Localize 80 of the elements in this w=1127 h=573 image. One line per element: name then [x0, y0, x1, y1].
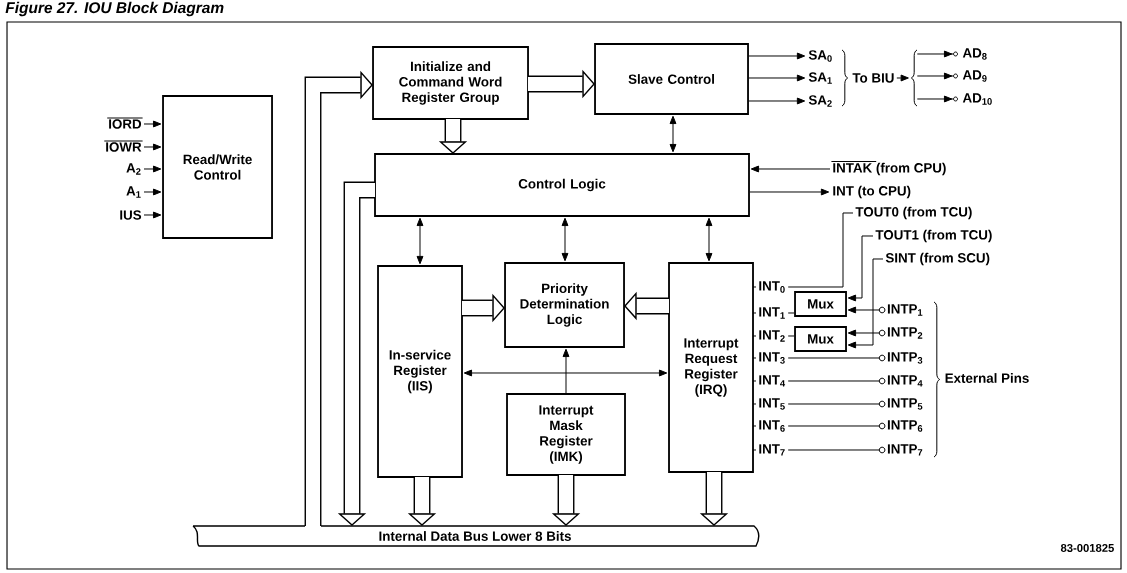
- mux-box: Mux: [794, 291, 847, 317]
- pin-label: AD$_{9}$: [962, 70, 987, 82]
- signal-label: SA$_{1}$: [808, 72, 832, 84]
- signal-label: TOUT1 (from TCU): [875, 229, 992, 243]
- pin-label: INTP$_{5}$: [878, 398, 923, 410]
- signal-label: INT (to CPU): [833, 185, 911, 199]
- arrow: [847, 329, 880, 337]
- signal-label: SA$_{2}$: [808, 95, 832, 107]
- signal-label: A$_{1}$: [126, 186, 141, 198]
- arrow: [562, 348, 570, 394]
- pin-label: INT$_{1}$: [759, 307, 785, 319]
- signal-label: TOUT0 (from TCU): [855, 206, 972, 220]
- register-box: Initialize and Command Word Register Group: [372, 46, 529, 120]
- pin-label: INTP$_{1}$: [878, 304, 923, 316]
- figure-title: Figure 27. IOU Block Diagram: [5, 1, 224, 17]
- arrow: [896, 74, 909, 82]
- logic-box: Priority Determination Logic: [504, 262, 625, 348]
- signal-line: [787, 212, 854, 288]
- pin-label: INTP$_{6}$: [878, 420, 923, 432]
- pin-label: INTP$_{4}$: [878, 375, 923, 387]
- arrow: [669, 115, 677, 153]
- control-box: Read/Write Control: [162, 95, 273, 239]
- brace: [910, 49, 918, 107]
- arrow: [916, 72, 958, 80]
- pin-label: INT$_{6}$: [759, 420, 785, 432]
- pin-label: INTP$_{7}$: [878, 444, 923, 456]
- arrow: [463, 369, 668, 377]
- arrow: [143, 165, 162, 173]
- signal-line: [787, 380, 880, 382]
- arrow: [748, 74, 806, 82]
- arrow: [561, 217, 569, 262]
- control-box: Slave Control: [594, 43, 749, 115]
- signal-line: [787, 425, 880, 427]
- arrow: [705, 217, 713, 262]
- pin-group-label: External Pins: [945, 373, 1029, 383]
- signal-label: SA$_{0}$: [808, 50, 832, 62]
- signal-label: INTAK (from CPU): [833, 162, 946, 176]
- signal-line: [787, 449, 880, 451]
- register-box: Interrupt Mask Register (IMK): [506, 393, 626, 476]
- arrow: [847, 258, 884, 349]
- figure-code: 83-001825: [1060, 544, 1114, 552]
- register-box: In-service Register (IIS): [377, 265, 463, 478]
- signal-line: [787, 403, 880, 405]
- pin-label: INTP$_{2}$: [878, 327, 923, 339]
- pin-label: INT$_{4}$: [759, 375, 786, 387]
- signal-line: [787, 335, 795, 337]
- signal-label: IORD: [109, 119, 142, 129]
- arrow: [916, 50, 958, 58]
- arrow: [143, 211, 162, 219]
- arrow: [143, 188, 162, 196]
- arrow: [748, 52, 806, 60]
- pin-label: AD$_{10}$: [962, 93, 992, 105]
- bus-band: Internal Data Bus Lower 8 Bits: [192, 525, 760, 547]
- signal-line: [787, 357, 880, 359]
- arrow: [749, 188, 830, 196]
- arrow: [916, 95, 958, 103]
- signal-line: [787, 312, 795, 314]
- pin-label: INT$_{3}$: [759, 352, 785, 364]
- register-box: Interrupt Request Register (IRQ): [668, 262, 754, 473]
- signal-label: IUS: [120, 210, 142, 220]
- arrow: [416, 217, 424, 265]
- signal-label: SINT (from SCU): [885, 252, 990, 266]
- pin-label: INT$_{2}$: [759, 330, 785, 342]
- arrow: [750, 165, 831, 173]
- pin-label: INTP$_{3}$: [878, 352, 923, 364]
- logic-box: Control Logic: [374, 153, 750, 217]
- arrow: [748, 97, 806, 105]
- arrow: [143, 120, 162, 128]
- mux-box: Mux: [794, 326, 847, 352]
- arrow: [847, 306, 880, 314]
- arrow: [143, 143, 162, 151]
- bus-arrow: [304, 70, 373, 526]
- pin-label: INT$_{5}$: [759, 398, 785, 410]
- signal-label: IOWR: [106, 142, 142, 152]
- signal-label: To BIU: [852, 73, 894, 83]
- pin-label: INT$_{0}$: [759, 281, 785, 293]
- pin-label: AD$_{8}$: [962, 48, 987, 60]
- arrow: [847, 235, 874, 302]
- signal-label: A$_{2}$: [126, 163, 141, 175]
- pin-label: INT$_{7}$: [759, 444, 785, 456]
